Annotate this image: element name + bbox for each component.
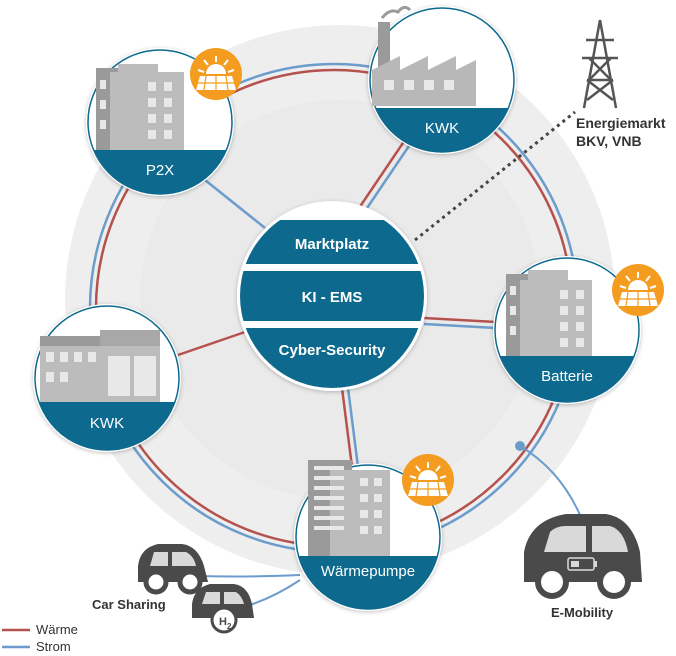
building-icon [506, 270, 592, 356]
h2-label: H [219, 616, 227, 628]
market-link [414, 110, 576, 242]
node-batterie[interactable]: Batterie [485, 256, 655, 416]
node-kwk-top[interactable]: KWK [360, 5, 530, 168]
legend-power-label: Strom [36, 639, 71, 654]
hydrogen-car-icon: H 2 [192, 584, 254, 634]
node-kwk-left[interactable]: KWK [25, 304, 195, 462]
energy-market-title: Energiemarkt [576, 115, 666, 131]
hub-cyber-security[interactable]: Cyber-Security [279, 342, 386, 359]
junction-dot [515, 441, 525, 451]
legend-heat-label: Wärme [36, 622, 78, 637]
node-batterie-label: Batterie [541, 368, 593, 385]
car-sharing-label: Car Sharing [92, 597, 166, 612]
power-tower-icon [582, 19, 618, 109]
h2-sub-label: 2 [227, 622, 232, 631]
factory-icon [372, 5, 476, 106]
solar-badge-p2x [190, 48, 242, 100]
node-kwk-left-label: KWK [90, 415, 124, 432]
car-icon [138, 544, 208, 595]
hub: Marktplatz KI - EMS Cyber-Security [237, 201, 427, 391]
node-p2x-label: P2X [146, 162, 174, 179]
node-waermepumpe-label: Wärmepumpe [321, 563, 415, 580]
electric-car-icon [524, 514, 642, 599]
solar-badge-batterie [612, 264, 664, 316]
legend: Wärme Strom [2, 622, 78, 654]
commercial-building-icon [40, 330, 160, 402]
building-icon [308, 460, 390, 556]
building-icon [96, 64, 184, 150]
energy-market-sub: BKV, VNB [576, 133, 642, 149]
spokes [177, 139, 497, 468]
e-mobility-label: E-Mobility [551, 605, 614, 620]
hub-ki-ems[interactable]: KI - EMS [302, 289, 363, 306]
hub-marktplatz[interactable]: Marktplatz [295, 236, 369, 253]
solar-badge-waermepumpe [402, 454, 454, 506]
node-kwk-top-label: KWK [425, 120, 459, 137]
